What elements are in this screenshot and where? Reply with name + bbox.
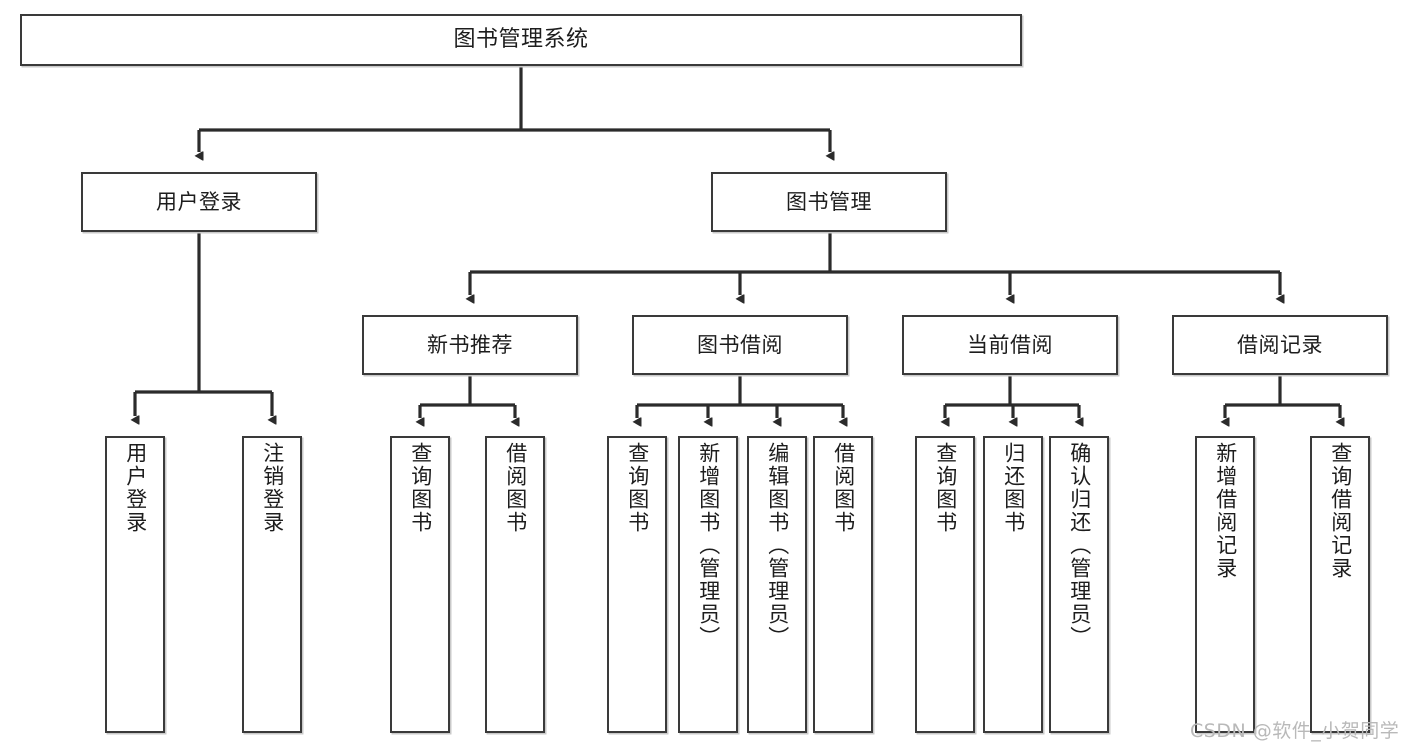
- watermark: CSDN @软件_小贺同学: [1190, 720, 1400, 742]
- node-root[interactable]: 图书管理系统: [20, 14, 1022, 66]
- leaf-borrow-book-bb-label: 借阅图书: [831, 442, 856, 534]
- node-user-login-label: 用户登录: [156, 189, 242, 214]
- leaf-return-book-label: 归还图书: [1001, 442, 1026, 534]
- node-borrow-record[interactable]: 借阅记录: [1172, 315, 1388, 375]
- node-book-borrow-label: 图书借阅: [697, 332, 783, 357]
- node-borrow-record-label: 借阅记录: [1237, 332, 1323, 357]
- node-new-book-recommend[interactable]: 新书推荐: [362, 315, 578, 375]
- leaf-add-book-admin-label: 新增图书（管理员）: [696, 442, 721, 649]
- leaf-add-borrow-record-label: 新增借阅记录: [1213, 442, 1238, 580]
- leaf-borrow-book-nbr[interactable]: 借阅图书: [485, 436, 545, 733]
- leaf-confirm-return-admin[interactable]: 确认归还（管理员）: [1049, 436, 1109, 733]
- leaf-logout[interactable]: 注销登录: [242, 436, 302, 733]
- leaf-edit-book-admin[interactable]: 编辑图书（管理员）: [747, 436, 807, 733]
- node-book-borrow[interactable]: 图书借阅: [632, 315, 848, 375]
- leaf-query-book-nbr-label: 查询图书: [408, 442, 433, 534]
- leaf-add-book-admin[interactable]: 新增图书（管理员）: [678, 436, 738, 733]
- leaf-user-login[interactable]: 用户登录: [105, 436, 165, 733]
- node-current-borrow[interactable]: 当前借阅: [902, 315, 1118, 375]
- leaf-query-book-bb-label: 查询图书: [625, 442, 650, 534]
- leaf-query-borrow-record-label: 查询借阅记录: [1328, 442, 1353, 580]
- leaf-query-book-nbr[interactable]: 查询图书: [390, 436, 450, 733]
- leaf-query-book-cb[interactable]: 查询图书: [915, 436, 975, 733]
- leaf-query-borrow-record[interactable]: 查询借阅记录: [1310, 436, 1370, 733]
- leaf-borrow-book-nbr-label: 借阅图书: [503, 442, 528, 534]
- node-new-book-recommend-label: 新书推荐: [427, 332, 513, 357]
- leaf-borrow-book-bb[interactable]: 借阅图书: [813, 436, 873, 733]
- leaf-edit-book-admin-label: 编辑图书（管理员）: [765, 442, 790, 649]
- leaf-query-book-bb[interactable]: 查询图书: [607, 436, 667, 733]
- node-book-management[interactable]: 图书管理: [711, 172, 947, 232]
- leaf-return-book[interactable]: 归还图书: [983, 436, 1043, 733]
- node-book-management-label: 图书管理: [786, 189, 872, 214]
- node-user-login[interactable]: 用户登录: [81, 172, 317, 232]
- node-current-borrow-label: 当前借阅: [967, 332, 1053, 357]
- leaf-user-login-label: 用户登录: [123, 442, 148, 534]
- leaf-add-borrow-record[interactable]: 新增借阅记录: [1195, 436, 1255, 733]
- leaf-logout-label: 注销登录: [260, 442, 285, 534]
- node-root-label: 图书管理系统: [453, 27, 589, 53]
- leaf-query-book-cb-label: 查询图书: [933, 442, 958, 534]
- leaf-confirm-return-admin-label: 确认归还（管理员）: [1067, 442, 1092, 649]
